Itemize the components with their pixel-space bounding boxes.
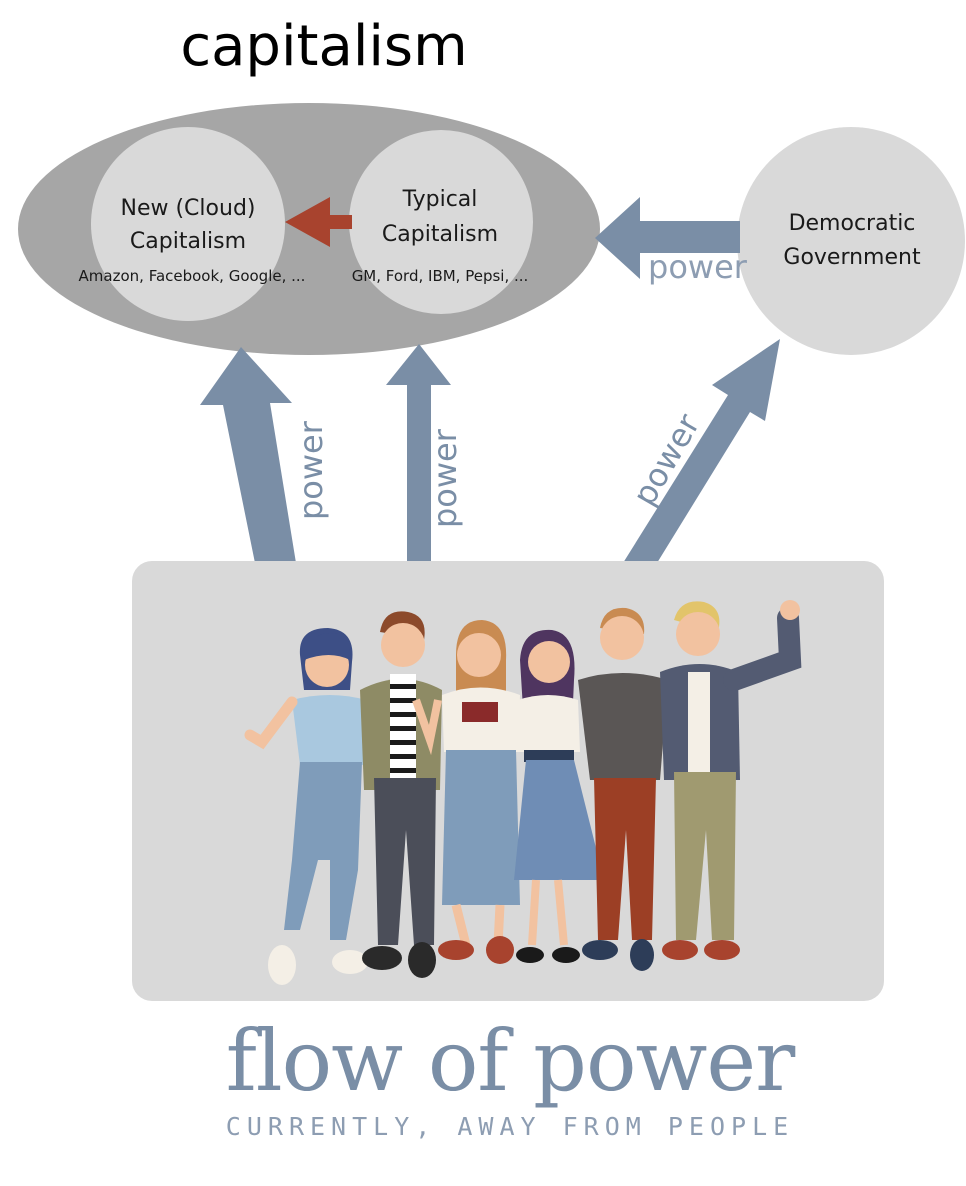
typical-capitalism-label-line1: Typical: [402, 187, 478, 212]
people-group-illustration: [244, 600, 802, 985]
people-to-cloud-label: power: [292, 420, 330, 520]
cloud-capitalism-examples: Amazon, Facebook, Google, ...: [79, 267, 306, 285]
gov-to-capitalism-label: power: [648, 248, 748, 286]
footer-title: flow of power: [225, 1012, 796, 1110]
person-1: [244, 628, 368, 985]
typical-to-cloud-arrow: [285, 197, 352, 247]
typical-capitalism-examples: GM, Ford, IBM, Pepsi, ...: [352, 267, 529, 285]
footer-subtitle: CURRENTLY, AWAY FROM PEOPLE: [225, 1112, 795, 1141]
typical-capitalism-label-line2: Capitalism: [382, 222, 498, 247]
people-to-cloud-arrow: [200, 347, 296, 563]
person-5: [578, 607, 668, 971]
government-label-line2: Government: [783, 245, 921, 270]
government-circle: [737, 127, 965, 355]
government-label-line1: Democratic: [789, 211, 916, 236]
gov-to-capitalism-arrow: [595, 197, 740, 279]
cloud-capitalism-label-line2: Capitalism: [130, 229, 246, 254]
people-to-typical-label: power: [426, 428, 464, 528]
person-2: [360, 611, 442, 978]
person-6: [660, 600, 802, 960]
capitalism-title: capitalism: [180, 14, 468, 79]
person-4: [514, 629, 604, 963]
typical-capitalism-circle: [349, 130, 533, 314]
cloud-capitalism-circle: [91, 127, 285, 321]
person-3: [438, 620, 520, 964]
people-to-typical-arrow: [386, 344, 451, 563]
cloud-capitalism-label-line1: New (Cloud): [121, 196, 256, 221]
people-to-government-arrow: [623, 339, 780, 563]
